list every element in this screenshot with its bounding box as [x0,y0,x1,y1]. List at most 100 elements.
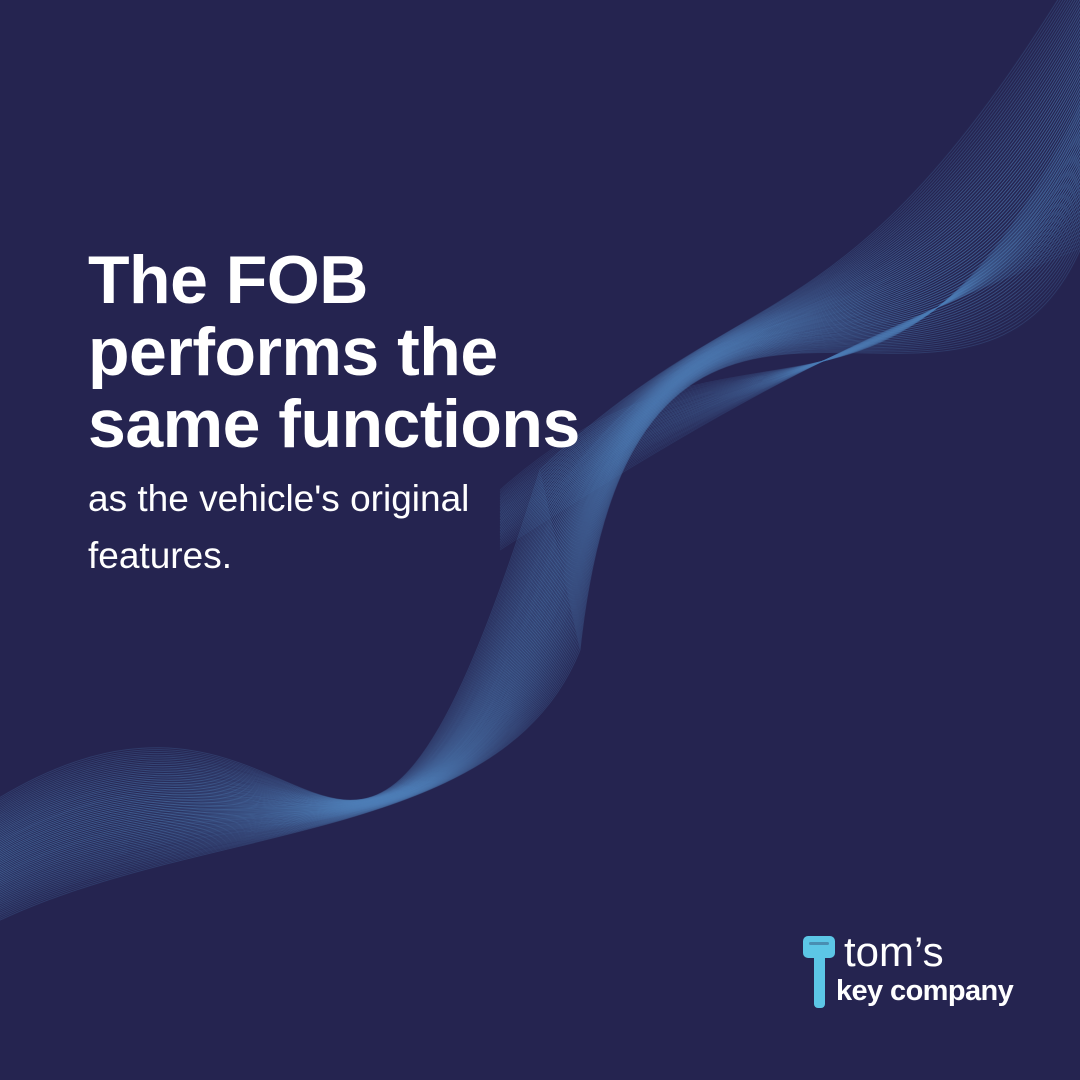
wave-line [0,175,1080,891]
wave-line [0,10,1080,820]
wave-line [0,170,1080,889]
wave-line [0,128,1080,871]
subheadline: as the vehicle's original features. [88,470,469,584]
wave-line [0,141,1080,877]
headline-line: The FOB [88,242,368,318]
wave-line [0,95,1080,857]
subheadline-line: features. [88,535,232,576]
wave-line [0,42,1080,834]
wave-line [0,196,1080,900]
wave-line [0,248,1080,921]
wave-line [0,51,1080,838]
wave-line [499,162,1080,515]
wave-line [0,2,1080,816]
wave-line [0,71,1080,846]
wave-line [0,87,1080,854]
wave-line [0,0,1079,813]
headline-line: performs the [88,314,498,390]
wave-line [0,30,1080,829]
wave-line [499,166,1080,517]
wave-line [499,125,1080,500]
wave-line [0,124,1080,869]
wave-line [0,6,1080,818]
wave-line [0,0,1066,804]
wave-line [499,154,1080,512]
brand-logo: tom’s key company [802,928,1032,1014]
wave-line [0,79,1080,850]
wave-line [499,240,1080,548]
wave-line [499,184,1080,525]
wave-line [499,236,1080,546]
wave-line [0,120,1080,868]
wave-line [0,83,1080,852]
wave-line [499,199,1080,531]
wave-line [0,0,1069,806]
wave-line [499,188,1080,526]
wave-line [0,162,1080,885]
wave-line [0,116,1080,866]
wave-line [499,225,1080,542]
key-icon [803,936,835,1008]
wave-line [499,206,1080,534]
wave-line [0,239,1080,918]
wave-line [0,99,1080,859]
wave-line [499,140,1080,506]
wave-line [499,158,1080,514]
wave-line [0,205,1080,903]
wave-line [499,221,1080,540]
wave-line [499,232,1080,545]
wave-line [0,18,1080,823]
wave-line [0,188,1080,896]
wave-line [0,230,1080,914]
wave-line [0,226,1080,912]
wave-line [499,195,1080,529]
wave-line [0,218,1080,909]
wave-line [0,235,1080,916]
logo-text-key-company: key company [836,975,1014,1007]
wave-line [0,153,1080,882]
wave-line [0,0,1061,801]
wave-line [0,192,1080,898]
wave-line [499,180,1080,523]
wave-line [0,63,1080,843]
wave-line [0,0,1071,808]
wave-line [499,151,1080,511]
wave-line [0,34,1080,830]
wave-line [0,47,1080,836]
wave-line [0,0,1059,801]
wave-line [0,91,1080,855]
wave-line [499,203,1080,532]
wave-line [499,217,1080,539]
wave-line [0,112,1080,864]
wave-line [499,210,1080,535]
wave-line [499,214,1080,537]
headline: The FOB performs the same functions [88,244,580,460]
wave-line [0,104,1080,861]
wave-line [499,128,1080,502]
wave-line [499,173,1080,520]
wave-line [499,147,1080,509]
wave-line [0,158,1080,884]
wave-line [0,59,1080,841]
wave-line [0,108,1080,862]
wave-line [0,22,1080,825]
wave-line [499,106,1080,492]
wave-line [499,114,1080,495]
wave-line [0,132,1080,873]
headline-line: same functions [88,386,580,462]
wave-line [0,14,1080,822]
wave-line [0,201,1080,902]
wave-line [0,75,1080,848]
subheadline-line: as the vehicle's original [88,478,470,519]
wave-line [499,117,1080,497]
logo-text-toms: tom’s [844,928,944,975]
wave-line [499,110,1080,494]
wave-line [0,0,1076,811]
wave-line [499,243,1080,549]
wave-line [0,149,1080,880]
wave-line [499,177,1080,522]
wave-line [0,38,1080,832]
wave-line [0,145,1080,878]
wave-line [0,0,1064,802]
